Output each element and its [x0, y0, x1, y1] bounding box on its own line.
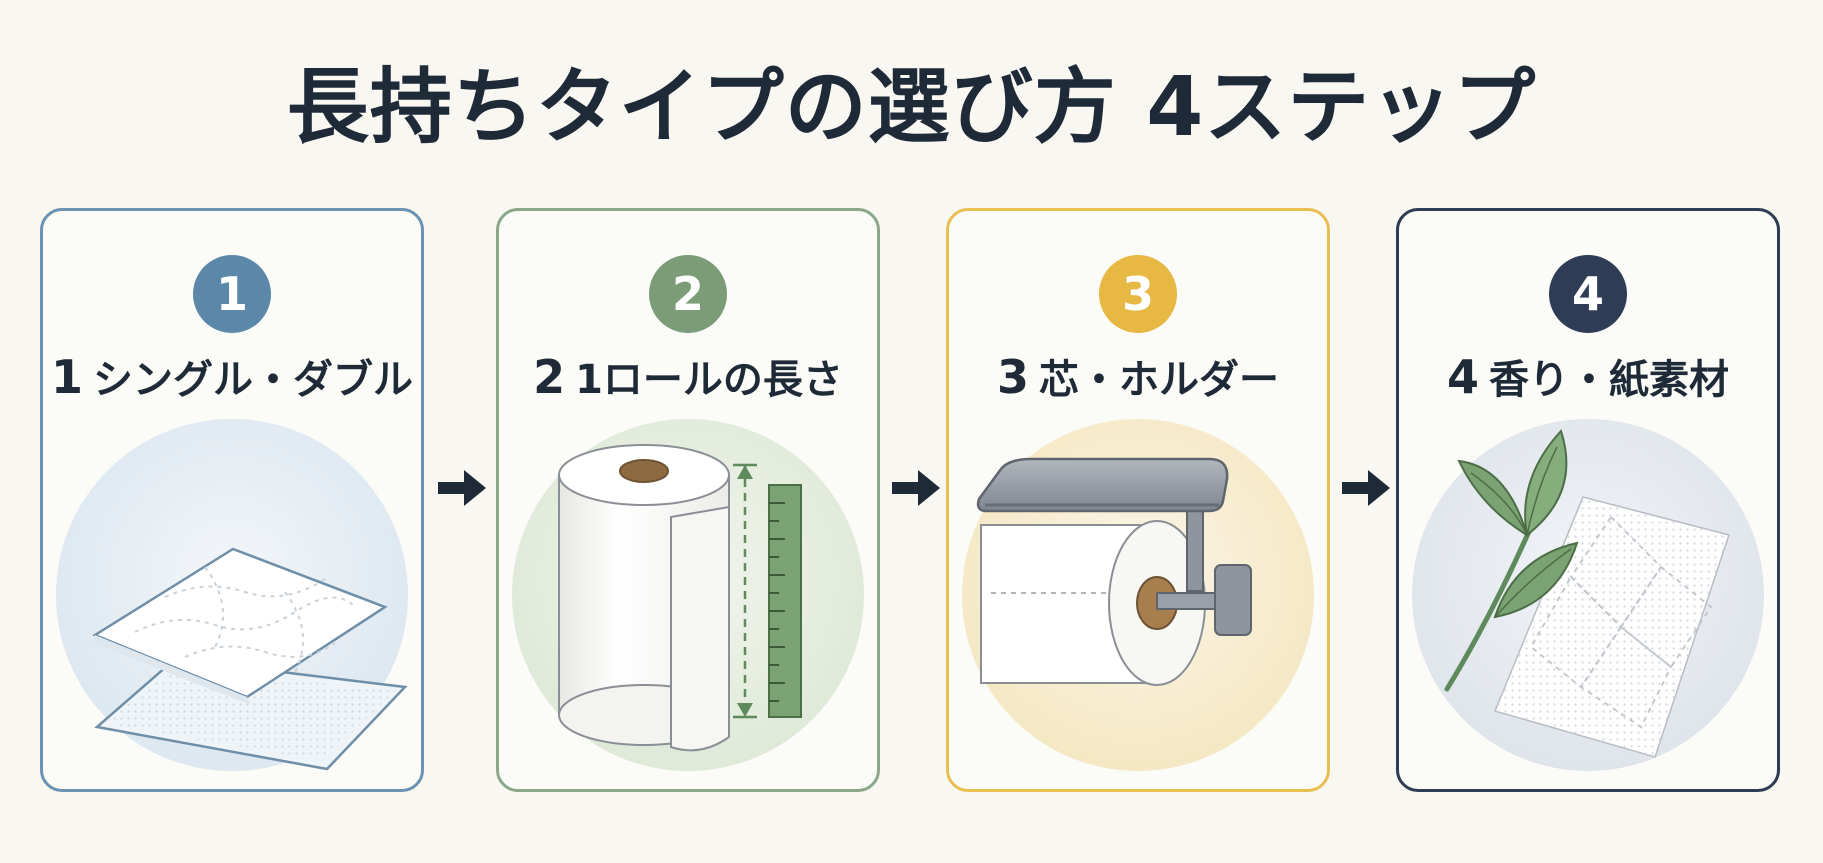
- leaf-and-paper-icon: [1412, 419, 1764, 771]
- step-label-2: 1ロールの長さ: [575, 357, 843, 403]
- step-number-1: 1: [50, 350, 83, 404]
- step-label-1: シングル・ダブル: [93, 357, 413, 403]
- step-label-3: 芯・ホルダー: [1039, 357, 1279, 403]
- page-title: 長持ちタイプの選び方 4ステップ: [286, 60, 1537, 155]
- roll-holder-icon: [962, 419, 1314, 771]
- tissue-sheets-icon: [56, 419, 408, 771]
- roll-with-ruler-icon: [512, 419, 864, 771]
- arrow-right-icon: [1342, 470, 1390, 506]
- step-badge-3: 3: [1099, 255, 1177, 333]
- step-number-3: 3: [996, 350, 1029, 404]
- step-label-4: 香り・紙素材: [1489, 357, 1729, 403]
- step-badge-1: 1: [193, 255, 271, 333]
- step-badge-4: 4: [1549, 255, 1627, 333]
- arrow-right-icon: [892, 470, 940, 506]
- step-number-4: 4: [1446, 350, 1479, 404]
- step-number-2: 2: [533, 350, 566, 404]
- arrow-right-icon: [438, 470, 486, 506]
- step-badge-2: 2: [649, 255, 727, 333]
